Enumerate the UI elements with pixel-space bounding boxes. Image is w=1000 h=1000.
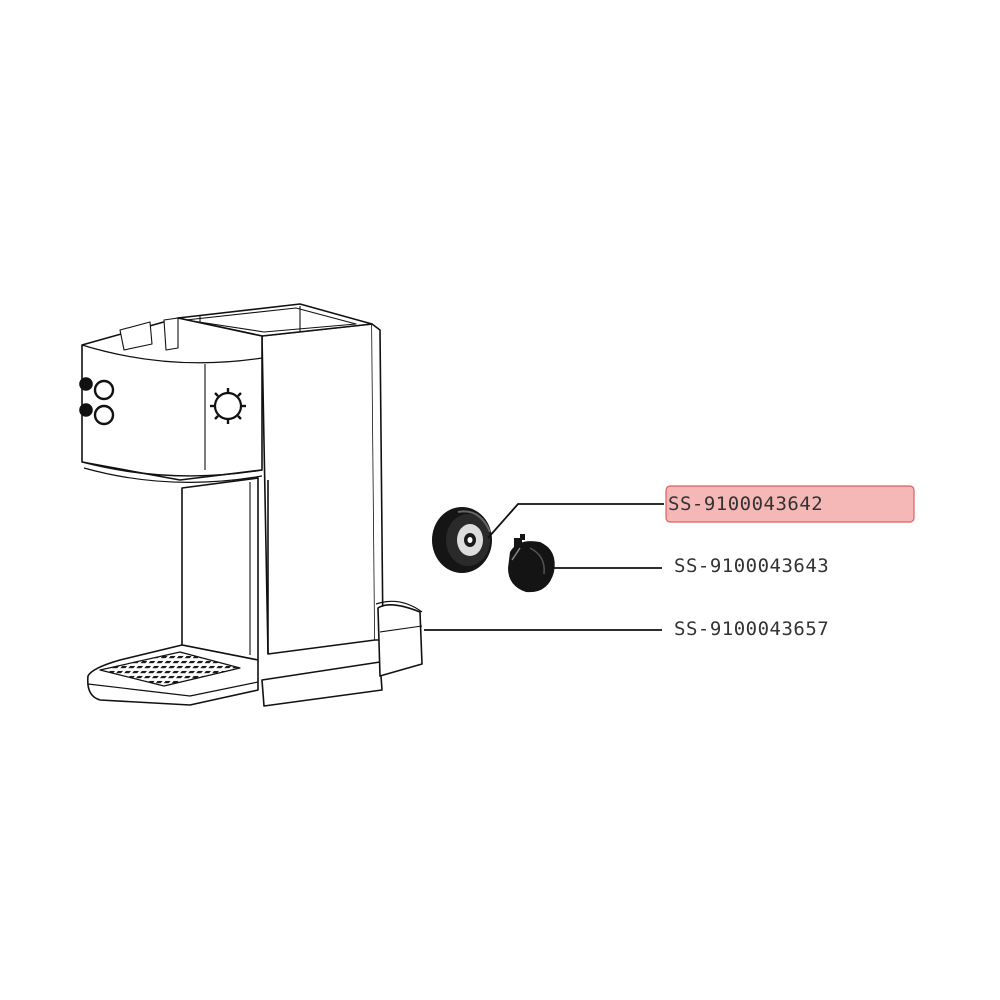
highlight-box <box>665 485 915 523</box>
leader-lines <box>424 503 664 631</box>
coffee-machine-housing <box>79 303 423 707</box>
part-number-label[interactable]: SS-9100043643 <box>674 555 830 577</box>
gasket-part-illustration <box>432 507 492 573</box>
cover-part-illustration <box>508 534 555 593</box>
part-number-label[interactable]: SS-9100043657 <box>674 618 830 640</box>
part-number-label-highlighted[interactable]: SS-9100043642 <box>668 493 824 515</box>
leader-line-1 <box>487 503 664 539</box>
